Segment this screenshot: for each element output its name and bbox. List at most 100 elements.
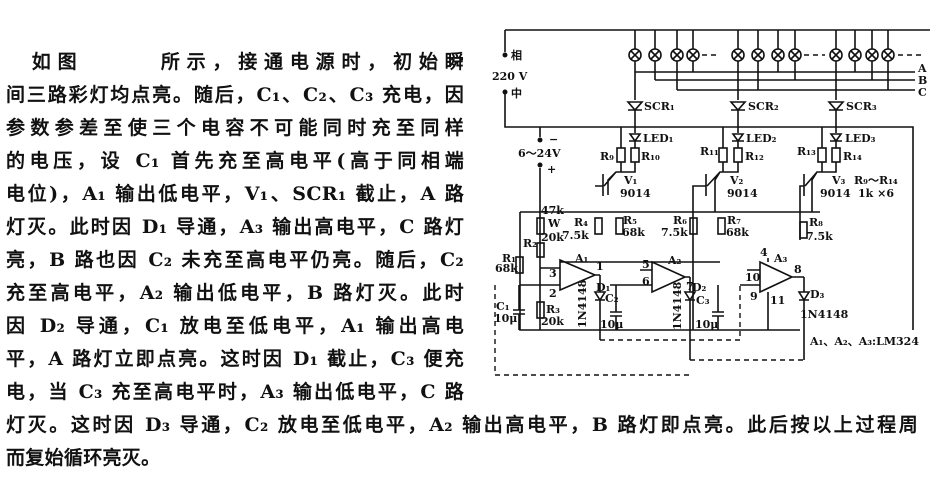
pin-2: 2 (549, 287, 557, 300)
bus-a-label: A (917, 62, 927, 75)
r13-label: R₁₃ (797, 145, 816, 158)
scr2-label: SCR₂ (748, 100, 779, 113)
channel-1 (595, 72, 644, 196)
r1-label: R₁ (502, 252, 516, 265)
v1-label: V₁ (623, 174, 638, 187)
r3-label: R₃ (546, 303, 560, 316)
led3-label: LED₃ (845, 132, 876, 145)
text-line: 而复始循环亮灭。 (6, 447, 161, 469)
r-note-value: 1k ×6 (858, 187, 894, 200)
d2-type: 1N4148 (671, 281, 684, 330)
a3-label: A₃ (773, 252, 788, 265)
r12-label: R₁₂ (745, 150, 764, 163)
r11-label: R₁₁ (700, 145, 719, 158)
r4-label: R₄ (574, 216, 588, 229)
lamp-icon (628, 30, 642, 72)
r8-value: 7.5k (806, 230, 833, 243)
bus-b-label: B (918, 74, 927, 87)
text-line: 间三路彩灯均点亮。随后，C₁、C₂、C₃ 充电，因 (6, 84, 464, 106)
r10-label: R₁₀ (641, 150, 660, 163)
text-line: 灯灭。这时因 D₃ 导通，C₂ 放电至低电平，A₂ 输出高电平，B 路灯即点亮。… (6, 414, 918, 436)
capacitors-diodes (494, 275, 811, 376)
lamp-icon (829, 30, 843, 90)
text-line: 灯灭。此时因 D₁ 导通，A₃ 输出高电平，C 路灯 (6, 216, 464, 238)
lamp-icon (771, 30, 785, 72)
channel-2 (692, 80, 747, 330)
r7-label: R₇ (727, 214, 741, 227)
v2-type: 9014 (727, 187, 758, 200)
scr1-label: SCR₁ (644, 100, 675, 113)
r2-value: 20k (541, 231, 564, 244)
d2-label: D₂ (692, 281, 707, 294)
pin-3: 3 (549, 267, 557, 280)
d1-type: 1N4148 (576, 279, 589, 328)
r14-label: R₁₄ (843, 150, 862, 163)
r6-value: 7.5k (661, 226, 688, 239)
lamp-icon (751, 30, 765, 90)
text-line: 平，A 路灯立即点亮。这时因 D₁ 截止，C₃ 便充 (6, 348, 464, 370)
pin-5: 5 (642, 258, 650, 271)
d3-type: 1N4148 (800, 308, 849, 321)
pin-9: 9 (750, 290, 758, 303)
r3-value: 20k (541, 315, 564, 328)
r5-value: 68k (622, 226, 645, 239)
r-note: R₉～R₁₄ (854, 174, 898, 187)
v3-label: V₃ (831, 174, 846, 187)
lamp-icon (670, 30, 684, 90)
c2-label: C₂ (605, 292, 619, 305)
lamp-icon (865, 30, 879, 80)
text-line: 亮，B 路也因 C₂ 未充至高电平仍亮。随后，C₂ (6, 249, 464, 271)
text-line: 电，当 C₃ 充至高电平时，A₃ 输出低电平，C 路 (6, 381, 464, 403)
text-line: 因 D₂ 导通，C₁ 放电至低电平，A₁ 输出高电 (6, 315, 464, 337)
c3-value: 10μ (695, 318, 718, 331)
pot-value: 47k (541, 204, 564, 217)
pin-10: 10 (745, 271, 761, 284)
v1-type: 9014 (620, 187, 651, 200)
r2-label: R₂ (523, 237, 537, 250)
led1-label: LED₁ (643, 132, 674, 145)
r8-label: R₈ (809, 216, 823, 229)
lamp-icon (881, 30, 895, 90)
c2-value: 10μ (600, 318, 623, 331)
d1-label: D₁ (596, 281, 611, 294)
d3-label: D₃ (810, 288, 825, 301)
supply-wiring (519, 127, 820, 331)
text-line: 参数参差至使三个电容不可能同时充至同样 (6, 117, 464, 139)
lamp-icon (848, 30, 862, 72)
text-line: 如图 所示，接通电源时，初始瞬 (6, 51, 464, 73)
supply-range: 6～24V (518, 147, 561, 160)
pot-w-label: W (547, 217, 561, 230)
led2-label: LED₂ (746, 132, 777, 145)
supply-plus: + (547, 163, 556, 176)
c3-label: C₃ (696, 294, 710, 307)
v3-type: 9014 (820, 187, 851, 200)
scr3-label: SCR₃ (846, 100, 877, 113)
r4-value: 7.5k (562, 229, 589, 242)
mains-phase-label: 相 (511, 48, 522, 62)
lamp-icon (788, 30, 802, 80)
pin-8: 8 (794, 263, 802, 276)
r1-value: 68k (495, 262, 518, 275)
supply-minus: − (549, 133, 558, 146)
a2-label: A₂ (667, 254, 682, 267)
pin-11: 11 (770, 294, 785, 307)
pin-1: 1 (596, 260, 604, 273)
opamps (520, 258, 804, 330)
text-line: 充至高电平，A₂ 输出低电平，B 路灯灭。此时 (6, 282, 464, 304)
text-line: 的电压，设 C₁ 首先充至高电平(高于同相端 (6, 150, 464, 172)
pin-6: 6 (642, 275, 650, 288)
mains-wiring (502, 29, 930, 330)
r7-value: 68k (726, 226, 749, 239)
r9-label: R₉ (600, 150, 614, 163)
opamp-note: A₁、A₂、A₃:LM324 (809, 335, 919, 348)
lamp-icons (628, 30, 925, 90)
resistors (515, 217, 808, 319)
c1-label: C₁ (496, 300, 510, 313)
mains-neutral-label: 中 (511, 86, 522, 100)
lamp-icon (686, 30, 700, 72)
pin-4: 4 (760, 246, 768, 259)
a1-label: A₁ (574, 252, 589, 265)
lamp-icon (731, 30, 745, 80)
v2-label: V₂ (729, 174, 744, 187)
